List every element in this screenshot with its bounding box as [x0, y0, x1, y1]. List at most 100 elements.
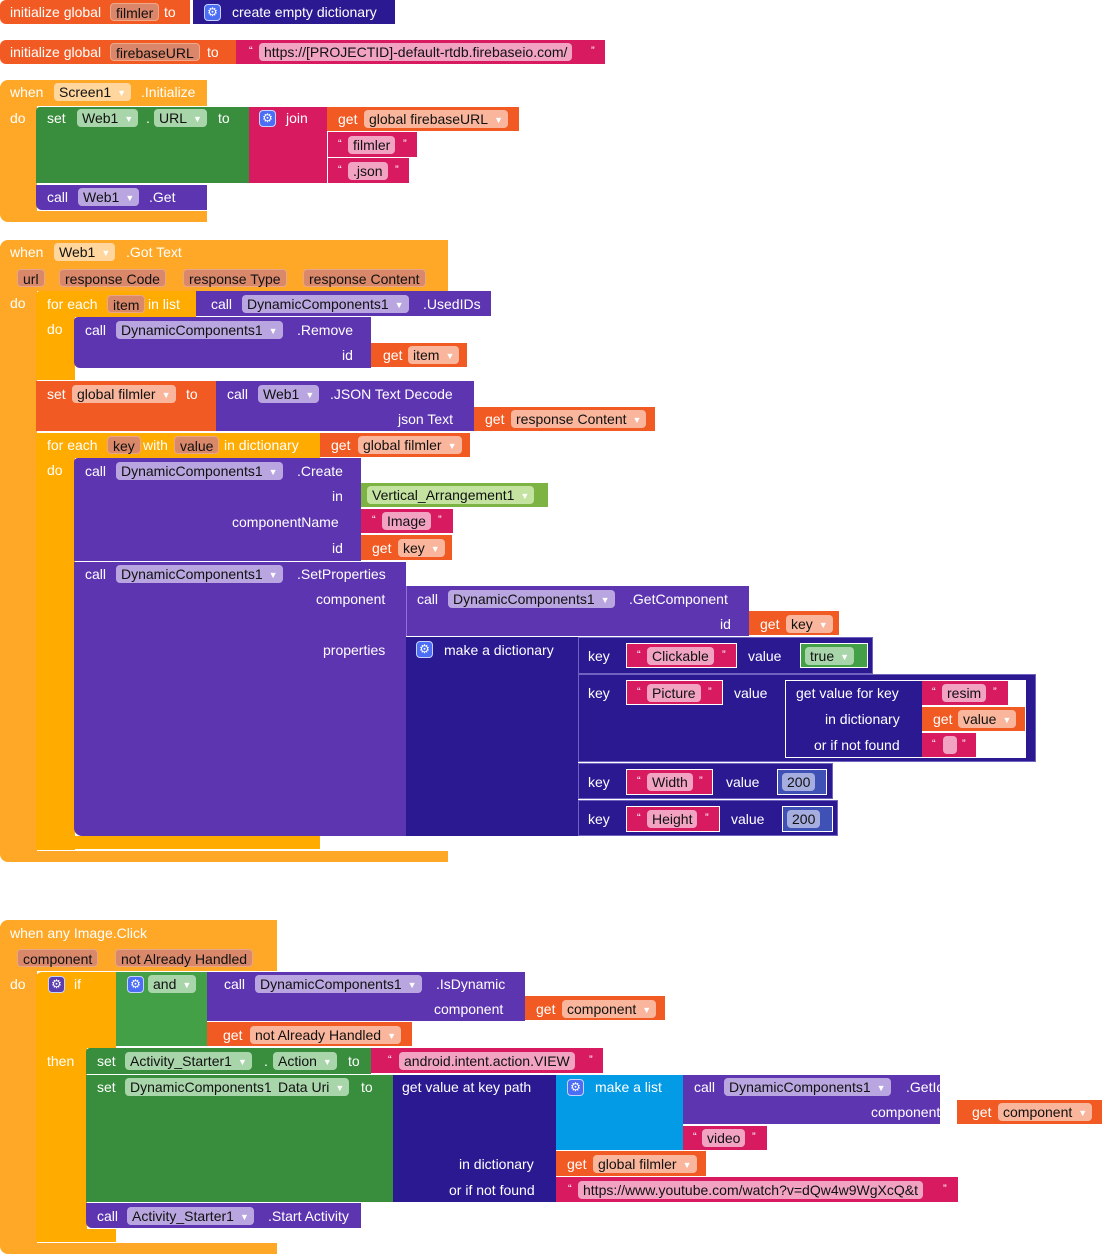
component-dropdown[interactable]: Web1▼ — [258, 385, 320, 403]
text-field[interactable]: https://www.youtube.com/watch?v=dQw4w9Wg… — [578, 1181, 923, 1199]
dropdown-arrow-icon: ▼ — [322, 1057, 332, 1067]
component-dropdown[interactable]: DynamicComponents1▼ — [724, 1078, 891, 1096]
variable-dropdown[interactable]: component▼ — [998, 1103, 1093, 1121]
dropdown-value: URL — [159, 110, 188, 126]
property-dropdown[interactable]: Data Uri▼ — [273, 1078, 350, 1096]
method-name: .Start Activity — [268, 1208, 349, 1224]
param-component[interactable]: component — [17, 949, 99, 967]
boolean-dropdown[interactable]: true▼ — [805, 647, 855, 665]
text-field[interactable] — [943, 736, 957, 754]
gear-icon[interactable]: ⚙ — [567, 1079, 584, 1096]
var-name-field[interactable]: filmler — [110, 3, 160, 21]
component-dropdown[interactable]: DynamicComponents1▼ — [448, 590, 615, 608]
variable-dropdown[interactable]: global firebaseURL▼ — [364, 110, 508, 128]
get-label: get — [933, 711, 953, 727]
dropdown-value: Web1 — [82, 110, 119, 126]
id-label: id — [720, 616, 731, 632]
gear-icon[interactable]: ⚙ — [259, 110, 276, 127]
call-label: call — [85, 566, 107, 582]
dropdown-arrow-icon: ▼ — [407, 980, 417, 990]
variable-dropdown[interactable]: global filmler▼ — [358, 436, 462, 454]
text-field[interactable]: Image — [382, 512, 431, 530]
text-field[interactable]: Width — [647, 773, 693, 791]
variable-dropdown[interactable]: not Already Handled▼ — [250, 1026, 402, 1044]
variable-dropdown[interactable]: component▼ — [562, 1000, 657, 1018]
quote-close-icon: ” — [962, 738, 966, 750]
component-dropdown[interactable]: Activity_Starter1▼ — [125, 1052, 252, 1070]
create-empty-dictionary-block[interactable] — [193, 0, 395, 24]
text-field[interactable]: Picture — [647, 684, 701, 702]
text-field[interactable]: Height — [647, 810, 698, 828]
component-dropdown[interactable]: Activity_Starter1▼ — [127, 1207, 254, 1225]
call-label: call — [417, 591, 439, 607]
get-value-at-key-path-block[interactable] — [393, 1075, 556, 1202]
dropdown-value: global filmler — [598, 1156, 677, 1172]
variable-dropdown[interactable]: global filmler▼ — [593, 1155, 697, 1173]
component-dropdown[interactable]: DynamicComponents1▼ — [116, 321, 283, 339]
component-dropdown[interactable]: Web1▼ — [77, 109, 139, 127]
text-field[interactable]: android.intent.action.VIEW — [399, 1052, 575, 1070]
text-field[interactable]: filmler — [348, 136, 396, 154]
quote-open-icon: “ — [338, 164, 342, 176]
param-not-already-handled[interactable]: not Already Handled — [115, 949, 254, 967]
component-dropdown[interactable]: DynamicComponents1▼ — [116, 462, 283, 480]
quote-open-icon: “ — [338, 138, 342, 150]
gear-icon[interactable]: ⚙ — [204, 4, 221, 21]
make-dictionary-block[interactable] — [406, 637, 578, 836]
quote-close-icon: ” — [438, 514, 442, 526]
quote-open-icon: “ — [637, 649, 641, 661]
component-dropdown[interactable]: Vertical_Arrangement1▼ — [367, 486, 535, 504]
text-field[interactable]: .json — [348, 162, 388, 180]
in-label: in — [332, 488, 343, 504]
component-dropdown[interactable]: DynamicComponents1▼ — [255, 975, 422, 993]
text-field[interactable]: resim — [942, 684, 987, 702]
when-label: when any Image.Click — [10, 925, 147, 941]
gear-icon[interactable]: ⚙ — [48, 976, 65, 993]
dropdown-arrow-icon: ▼ — [117, 88, 127, 98]
dropdown-arrow-icon: ▼ — [1078, 1108, 1088, 1118]
variable-dropdown[interactable]: key▼ — [398, 539, 445, 557]
text-field[interactable]: video — [702, 1129, 746, 1147]
event-bottom — [0, 1243, 277, 1254]
component-dropdown[interactable]: Web1▼ — [78, 188, 140, 206]
dropdown-arrow-icon: ▼ — [520, 491, 530, 501]
variable-dropdown[interactable]: item▼ — [408, 346, 460, 364]
dropdown-arrow-icon: ▼ — [1002, 715, 1012, 725]
param-response-code[interactable]: response Code — [59, 269, 166, 287]
logic-op-dropdown[interactable]: and▼ — [148, 975, 197, 993]
variable-dropdown[interactable]: value▼ — [958, 710, 1017, 728]
number-field[interactable]: 200 — [782, 773, 816, 791]
param-response-type[interactable]: response Type — [183, 269, 287, 287]
text-field[interactable]: Clickable — [647, 647, 714, 665]
call-setproperties-block[interactable] — [74, 562, 406, 836]
number-field[interactable]: 200 — [787, 810, 821, 828]
component-dropdown[interactable]: Web1▼ — [54, 243, 116, 261]
component-dropdown[interactable]: DynamicComponents1▼ — [242, 295, 409, 313]
gear-icon[interactable]: ⚙ — [127, 976, 144, 993]
value-var-field[interactable]: value — [174, 436, 220, 454]
key-var-field[interactable]: key — [107, 436, 141, 454]
property-dropdown[interactable]: URL▼ — [154, 109, 207, 127]
set-web1-url-block[interactable] — [36, 107, 249, 183]
quote-close-icon: ” — [403, 138, 407, 150]
dropdown-arrow-icon: ▼ — [387, 1031, 397, 1041]
component-dropdown[interactable]: Screen1▼ — [54, 83, 132, 101]
set-data-uri-block[interactable] — [86, 1075, 393, 1202]
then-label: then — [47, 1053, 75, 1069]
text-field[interactable]: https://[PROJECTID]-default-rtdb.firebas… — [259, 43, 573, 61]
gear-icon[interactable]: ⚙ — [416, 641, 433, 658]
variable-dropdown[interactable]: key▼ — [786, 615, 833, 633]
do-label: do — [10, 976, 26, 992]
loop-var-field[interactable]: item — [107, 295, 146, 313]
quote-close-icon: ” — [722, 649, 726, 661]
param-url[interactable]: url — [17, 269, 45, 287]
param-response-content[interactable]: response Content — [303, 269, 426, 287]
call-label: call — [85, 463, 107, 479]
variable-dropdown[interactable]: global filmler▼ — [72, 385, 176, 403]
component-dropdown[interactable]: DynamicComponents1▼ — [116, 565, 283, 583]
variable-dropdown[interactable]: response Content▼ — [511, 410, 647, 428]
var-name-field[interactable]: firebaseURL — [110, 43, 200, 61]
property-dropdown[interactable]: Action▼ — [273, 1052, 337, 1070]
value-label: value — [748, 648, 782, 664]
quote-close-icon: ” — [752, 1131, 756, 1143]
